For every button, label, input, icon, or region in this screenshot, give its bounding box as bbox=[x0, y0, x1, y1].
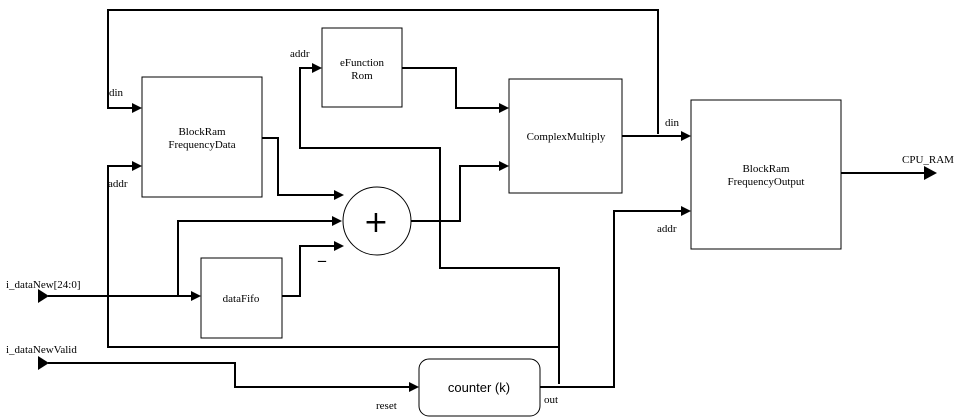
signal-i-datanew: i_dataNew[24:0] bbox=[6, 279, 81, 291]
block-label-line2: FrequencyOutput bbox=[728, 176, 805, 188]
adder: + _ bbox=[317, 186, 412, 263]
arrowhead-bram-din bbox=[132, 103, 142, 113]
block-label-line1: eFunction bbox=[340, 57, 384, 69]
wire-datanew-to-adder bbox=[177, 220, 335, 296]
wire-counter-to-rom-addr bbox=[299, 67, 560, 384]
wire-adder-to-cm bbox=[410, 165, 501, 222]
wires bbox=[48, 9, 926, 388]
arrowhead-output-din bbox=[681, 131, 691, 141]
wire-bram-to-adder bbox=[262, 137, 335, 196]
block-label-line2: Rom bbox=[351, 70, 373, 82]
port-addr-rom: addr bbox=[290, 48, 310, 60]
port-addr-data: addr bbox=[108, 178, 128, 190]
wire-rom-to-cm bbox=[402, 67, 501, 109]
block-complex-multiply: ComplexMultiply bbox=[508, 78, 623, 194]
port-labels: din addr addr din addr reset out bbox=[108, 48, 680, 412]
plus-symbol: + bbox=[363, 205, 388, 240]
arrowheads bbox=[38, 63, 937, 392]
arrowhead-fifo-in bbox=[191, 291, 201, 301]
arrowhead-output-addr bbox=[681, 206, 691, 216]
block-label-line1: BlockRam bbox=[178, 126, 225, 138]
wire-feedback-din bbox=[107, 9, 659, 134]
block-label-line1: BlockRam bbox=[742, 163, 789, 175]
arrowhead-cm-in2 bbox=[499, 161, 509, 171]
block-data-fifo: dataFifo bbox=[200, 257, 283, 339]
arrowhead-cm-in1 bbox=[499, 103, 509, 113]
block-label: ComplexMultiply bbox=[527, 131, 606, 143]
port-out: out bbox=[544, 394, 558, 406]
arrowhead-rom-addr bbox=[312, 63, 322, 73]
wire-fifo-to-adder bbox=[282, 245, 335, 297]
arrowhead-datanew-input bbox=[38, 289, 49, 303]
block-efunction-rom: eFunction Rom bbox=[321, 27, 403, 108]
port-reset: reset bbox=[376, 400, 397, 412]
block-bram-frequency-data: BlockRam FrequencyData bbox=[141, 76, 263, 198]
minus-symbol: _ bbox=[317, 243, 327, 263]
wire-valid-to-counter bbox=[48, 362, 411, 388]
arrowhead-cpu-ram bbox=[924, 166, 937, 180]
arrowhead-adder-in2 bbox=[332, 216, 342, 226]
signal-i-datanewvalid: i_dataNewValid bbox=[6, 344, 77, 356]
arrowhead-adder-in3 bbox=[334, 241, 344, 251]
wire-counter-to-bram-addr bbox=[107, 165, 559, 348]
port-addr-output: addr bbox=[657, 223, 677, 235]
block-label: dataFifo bbox=[223, 293, 260, 305]
port-din-data: din bbox=[109, 87, 124, 99]
port-din-output: din bbox=[665, 117, 680, 129]
wire-counter-to-output-addr bbox=[540, 210, 683, 388]
block-label: counter (k) bbox=[448, 380, 510, 395]
arrowhead-bram-addr bbox=[132, 161, 142, 171]
block-label-line2: FrequencyData bbox=[168, 139, 235, 151]
block-bram-frequency-output: BlockRam FrequencyOutput bbox=[690, 99, 842, 250]
arrowhead-datanewvalid-input bbox=[38, 356, 49, 370]
signal-labels: i_dataNew[24:0] i_dataNewValid CPU_RAM bbox=[6, 154, 954, 356]
arrowhead-counter-reset bbox=[409, 382, 419, 392]
arrowhead-adder-in1 bbox=[334, 190, 344, 200]
block-counter: counter (k) bbox=[418, 358, 541, 417]
signal-cpu-ram: CPU_RAM bbox=[902, 154, 954, 166]
